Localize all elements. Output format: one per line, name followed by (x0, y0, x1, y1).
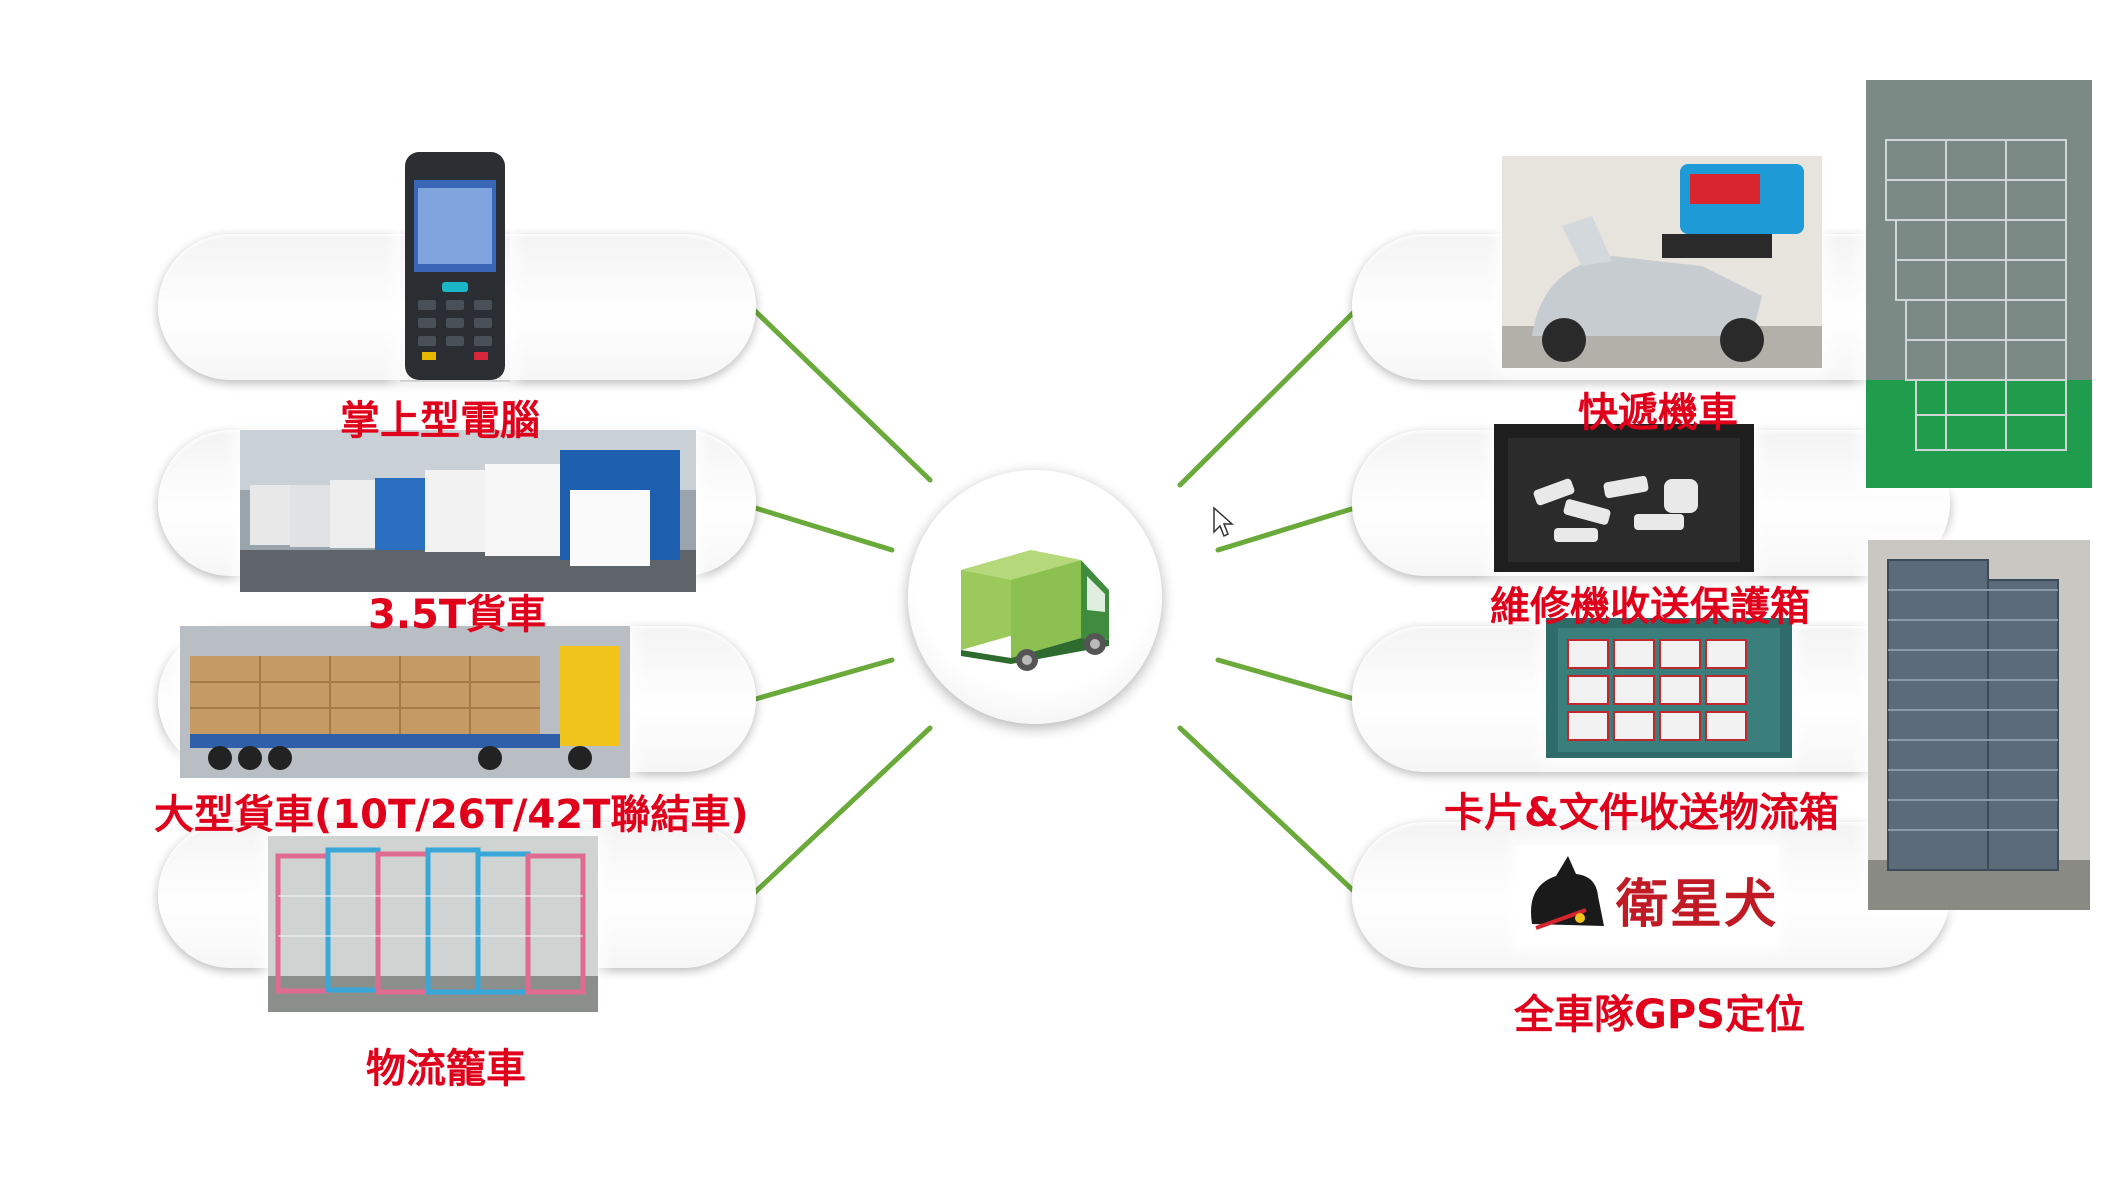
hub-circle (908, 470, 1162, 724)
handheld-computer-photo (400, 150, 510, 382)
dog-icon (1531, 856, 1604, 926)
cursor-icon (1213, 506, 1234, 538)
trailer-truck-photo (180, 626, 630, 778)
connector-line-2 (749, 504, 895, 553)
connector-line-7 (1215, 657, 1361, 703)
gps-logo-text: 衛星犬 (1616, 875, 1778, 935)
stacked-crates-photo (1868, 540, 2090, 910)
connector-line-4 (749, 725, 933, 898)
connector-line-6 (1215, 504, 1361, 553)
cage-rack-photo (1866, 80, 2092, 488)
delivery-truck-icon (961, 550, 1109, 671)
connector-line-5 (1177, 305, 1361, 488)
card-document-logistics-box-photo (1546, 618, 1792, 758)
gps-logo-photo: 衛星犬 (1516, 846, 1778, 946)
right-label-1: 快遞機車 (1578, 390, 1738, 436)
connector-line-8 (1177, 725, 1361, 898)
right-label-4: 全車隊GPS定位 (1514, 992, 1805, 1038)
left-label-2: 3.5T貨車 (368, 592, 547, 638)
right-label-3: 卡片&文件收送物流箱 (1444, 790, 1839, 836)
right-label-2: 維修機收送保護箱 (1490, 584, 1810, 630)
left-label-1: 掌上型電腦 (340, 398, 540, 444)
courier-scooter-photo (1502, 156, 1822, 368)
repair-device-protective-box-photo (1494, 424, 1754, 572)
truck-fleet-photo (240, 430, 696, 592)
logistics-cage-cart-photo (268, 836, 598, 1012)
left-label-4: 物流籠車 (366, 1046, 526, 1092)
connector-line-3 (749, 657, 895, 703)
left-label-3: 大型貨車(10T/26T/42T聯結車) (154, 792, 749, 838)
connector-line-1 (749, 305, 933, 483)
